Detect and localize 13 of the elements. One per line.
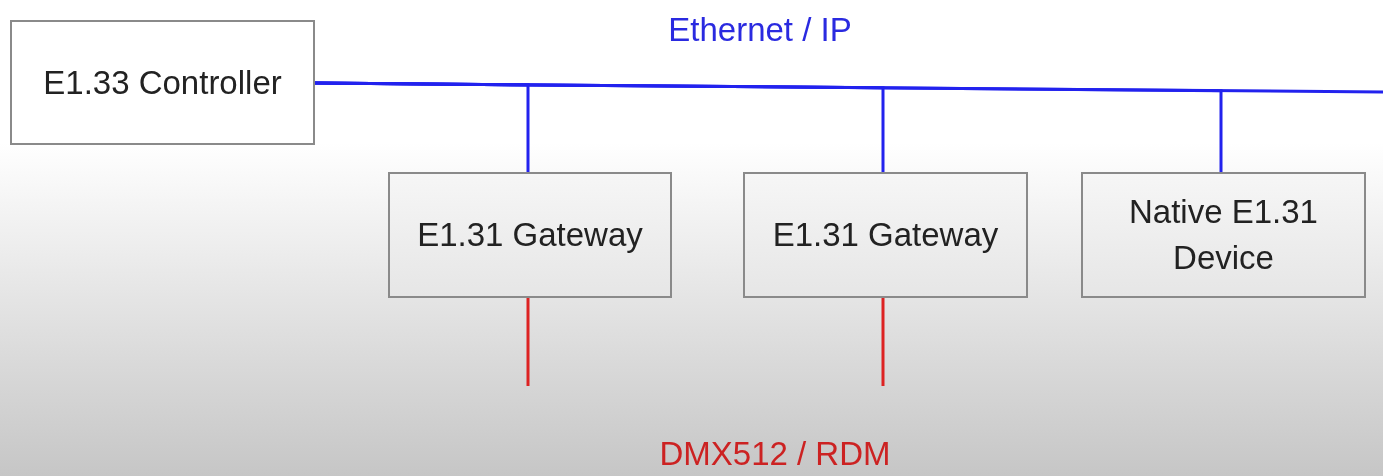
network-label: DMX512 / RDM — [658, 434, 892, 474]
device-label: E1.31 Gateway — [416, 215, 644, 255]
connector-line — [315, 81, 1383, 94]
device-box — [10, 20, 315, 145]
device-box — [388, 172, 672, 298]
connector-line — [526, 298, 530, 386]
device-label: E1.31 Gateway — [771, 215, 1000, 255]
device-box — [1081, 172, 1366, 298]
device-label: E1.33 Controller — [42, 62, 283, 103]
device-box — [743, 172, 1028, 298]
network-label: Ethernet / IP — [667, 10, 853, 50]
device-label: Native E1.31 Device — [1128, 192, 1319, 278]
connector-line — [881, 298, 885, 386]
